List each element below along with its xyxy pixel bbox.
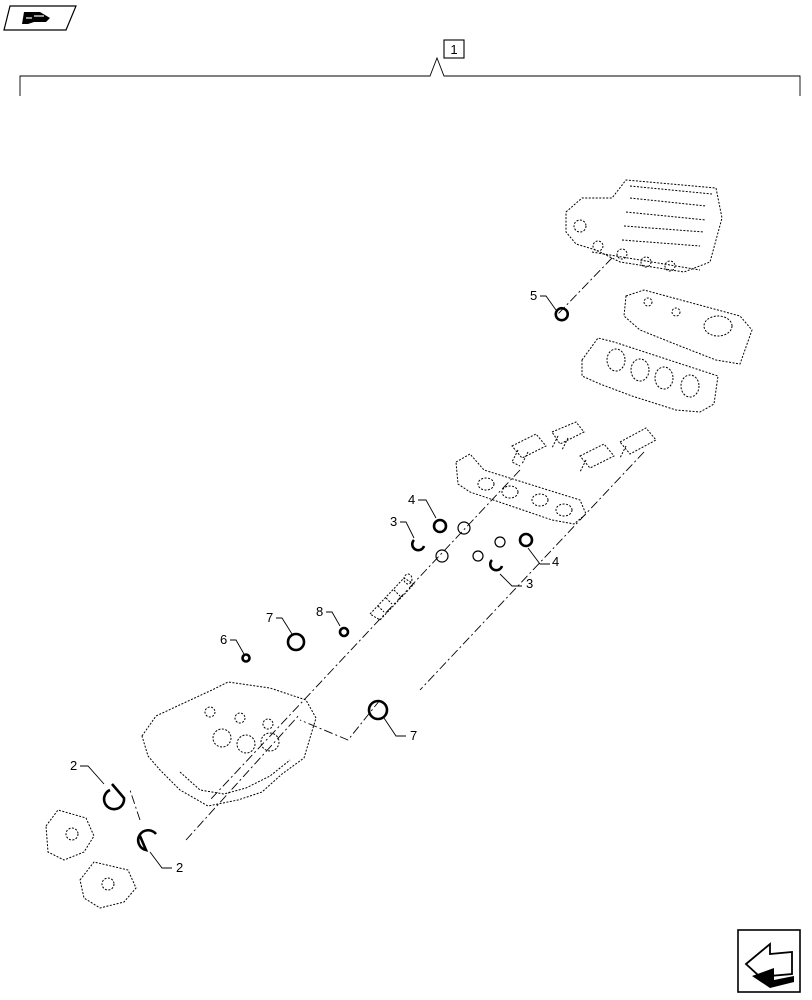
callout-3b: 3	[499, 573, 533, 591]
callout-7a: 7	[266, 610, 293, 635]
valve-body-part	[141, 681, 317, 807]
center-spool-part	[369, 573, 415, 621]
o-ring-6	[241, 653, 251, 663]
callout-3a: 3	[390, 514, 415, 539]
callout-5: 5	[530, 288, 557, 311]
svg-text:4: 4	[408, 492, 415, 507]
svg-text:2: 2	[70, 758, 77, 773]
seal-2b	[136, 829, 158, 852]
svg-text:3: 3	[526, 576, 533, 591]
svg-text:6: 6	[220, 632, 227, 647]
spool-set	[511, 421, 657, 473]
o-ring-4a	[432, 518, 448, 534]
o-ring-5	[554, 306, 569, 322]
callout-2a: 2	[70, 758, 105, 785]
svg-text:8: 8	[316, 604, 323, 619]
svg-text:7: 7	[266, 610, 273, 625]
svg-text:3: 3	[390, 514, 397, 529]
snap-ring-3b	[489, 559, 504, 572]
hand-pointer-back-icon	[22, 12, 50, 24]
gasket-plate-part	[455, 453, 587, 525]
manifold-upper-part	[623, 289, 753, 365]
next-page-button[interactable]	[737, 929, 801, 993]
svg-text:2: 2	[176, 860, 183, 875]
o-ring-4b	[518, 532, 534, 548]
assembly-bracket: 1	[19, 39, 801, 96]
svg-text:4: 4	[552, 554, 559, 569]
manifold-lower-part	[581, 337, 719, 413]
o-ring-7b	[367, 699, 389, 721]
assembly-axes	[129, 257, 645, 841]
callout-8: 8	[316, 604, 341, 627]
o-ring-7a	[286, 632, 306, 652]
svg-text:5: 5	[530, 288, 537, 303]
next-page-arrow-icon	[744, 942, 794, 989]
assembly-ref-label: 1	[450, 42, 457, 57]
seal-items	[102, 306, 569, 852]
snap-ring-3a	[411, 539, 426, 552]
o-ring-8	[338, 626, 350, 638]
top-cover-part	[565, 179, 723, 273]
seal-2a	[102, 783, 126, 811]
back-button[interactable]	[3, 5, 77, 31]
end-cap-upper-part	[45, 809, 95, 861]
callout-2b: 2	[149, 851, 183, 875]
callout-4b: 4	[527, 547, 559, 569]
callout-7b: 7	[383, 717, 417, 743]
assembly-ref-box	[443, 39, 465, 59]
callout-6: 6	[220, 632, 245, 655]
end-cap-lower-part	[79, 861, 137, 909]
svg-text:7: 7	[410, 728, 417, 743]
callout-4a: 4	[408, 492, 437, 519]
